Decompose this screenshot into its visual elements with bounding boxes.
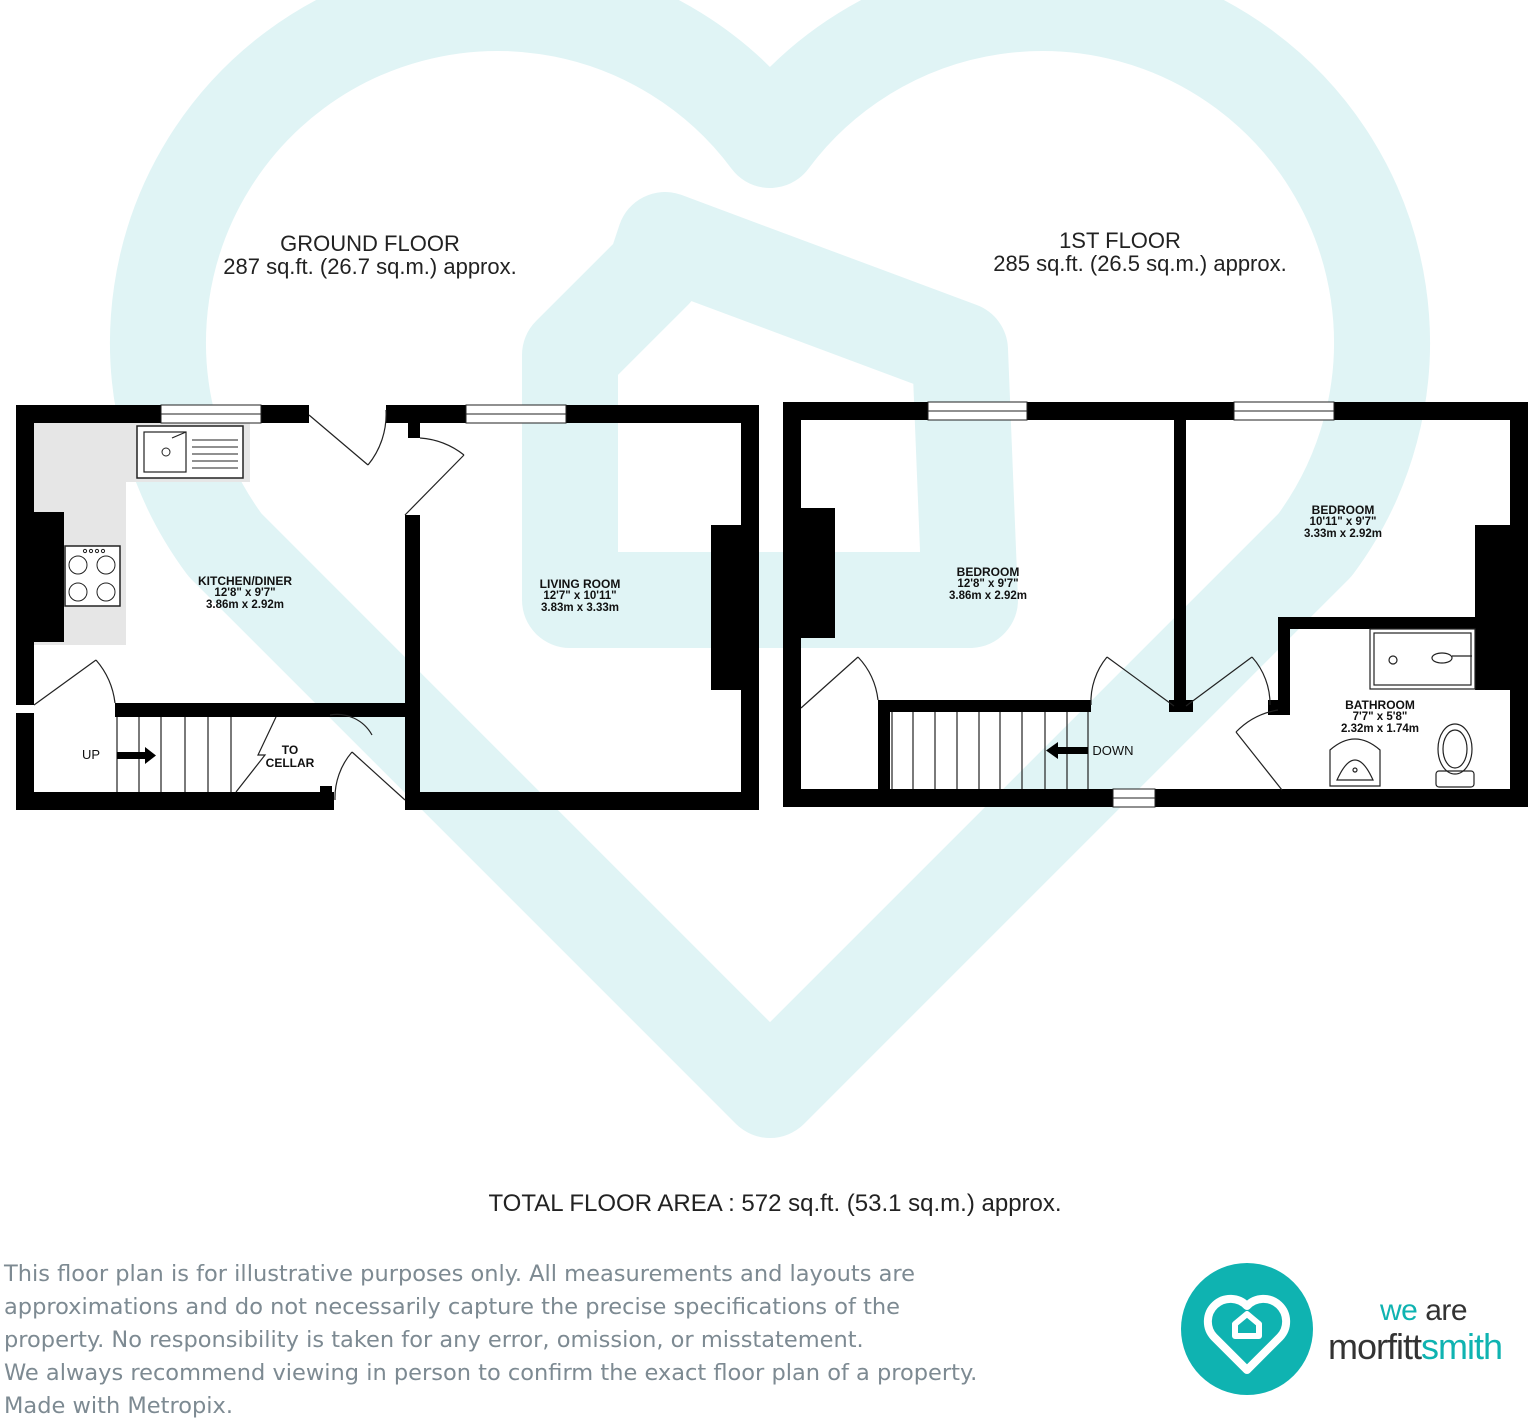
first-floor-name: 1ST FLOOR <box>1059 228 1181 253</box>
room-dimension-imperial: 10'11" x 9'7" <box>1309 516 1377 528</box>
room-dimension-metric: 2.32m x 1.74m <box>1340 723 1419 735</box>
room-label-bedroom-1: BEDROOM 12'8" x 9'7" 3.86m x 2.92m <box>908 566 1068 602</box>
disclaimer-line: This floor plan is for illustrative purp… <box>4 1261 915 1287</box>
disclaimer: This floor plan is for illustrative purp… <box>4 1258 1064 1423</box>
shower-tray-icon <box>1369 628 1476 690</box>
stairs-down-label: DOWN <box>1092 743 1134 758</box>
room-name: BEDROOM <box>1311 503 1375 517</box>
brand-word-smith: smith <box>1421 1326 1503 1367</box>
first-floor-plan <box>783 401 1528 808</box>
room-name: LIVING ROOM <box>539 577 621 591</box>
room-name: BEDROOM <box>956 565 1020 579</box>
room-label-kitchen: KITCHEN/DINER 12'8" x 9'7" 3.86m x 2.92m <box>160 575 330 611</box>
brand-word-we: we <box>1380 1294 1418 1327</box>
room-dimension-metric: 3.86m x 2.92m <box>948 590 1027 602</box>
door-swing <box>800 656 1283 791</box>
stairs-up-label: UP <box>81 747 101 762</box>
to-cellar-line-1: TO <box>281 743 299 757</box>
window <box>927 401 1335 808</box>
brand-name: morfittsmith <box>1328 1326 1503 1368</box>
stair-arrow-icon <box>1046 742 1088 759</box>
ground-floor-area: 287 sq.ft. (26.7 sq.m.) approx. <box>223 254 517 279</box>
chimney-breast <box>34 512 64 642</box>
room-dimension-imperial: 7'7" x 5'8" <box>1352 711 1408 723</box>
basin-icon <box>1329 738 1381 787</box>
room-dimension-metric: 3.86m x 2.92m <box>205 599 284 611</box>
heart-house-icon <box>1181 1263 1313 1395</box>
room-dimension-imperial: 12'7" x 10'11" <box>543 590 617 602</box>
room-dimension-imperial: 12'8" x 9'7" <box>957 578 1019 590</box>
sink-icon <box>136 425 244 479</box>
to-cellar-line-2: CELLAR <box>265 756 315 770</box>
disclaimer-line: Made with Metropix. <box>4 1393 233 1419</box>
toilet-icon <box>1435 723 1475 788</box>
ground-floor-walls <box>16 405 759 810</box>
room-dimension-metric: 3.33m x 2.92m <box>1303 528 1382 540</box>
brand-word-morfitt: morfitt <box>1328 1326 1422 1367</box>
room-name: KITCHEN/DINER <box>197 574 292 588</box>
ground-floor-plan <box>16 404 759 810</box>
room-dimension-metric: 3.83m x 3.33m <box>540 602 619 614</box>
disclaimer-line: approximations and do not necessarily ca… <box>4 1294 900 1320</box>
room-dimension-imperial: 12'8" x 9'7" <box>214 587 276 599</box>
room-label-living-room: LIVING ROOM 12'7" x 10'11" 3.83m x 3.33m <box>500 578 660 614</box>
to-cellar-label: TO CELLAR <box>258 744 322 770</box>
staircase <box>891 712 1089 789</box>
room-label-bedroom-2: BEDROOM 10'11" x 9'7" 3.33m x 2.92m <box>1263 504 1423 540</box>
total-floor-area: TOTAL FLOOR AREA : 572 sq.ft. (53.1 sq.m… <box>488 1190 1062 1217</box>
window <box>160 404 567 424</box>
brand-tagline: we are <box>1380 1294 1468 1328</box>
heart-watermark <box>110 0 1430 1138</box>
ground-floor-title: GROUND FLOOR 287 sq.ft. (26.7 sq.m.) app… <box>200 232 540 278</box>
first-floor-area: 285 sq.ft. (26.5 sq.m.) approx. <box>993 251 1287 276</box>
first-floor-walls <box>783 402 1528 807</box>
brand-word-are: are <box>1417 1294 1468 1327</box>
first-floor-title: 1ST FLOOR 285 sq.ft. (26.5 sq.m.) approx… <box>960 229 1320 275</box>
disclaimer-line: property. No responsibility is taken for… <box>4 1327 864 1353</box>
door-swing <box>33 409 465 801</box>
room-name: BATHROOM <box>1345 698 1415 712</box>
ground-floor-name: GROUND FLOOR <box>280 231 460 256</box>
room-label-bathroom: BATHROOM 7'7" x 5'8" 2.32m x 1.74m <box>1320 699 1440 735</box>
stair-arrow-icon <box>117 747 156 764</box>
hob-icon <box>64 545 121 607</box>
disclaimer-line: We always recommend viewing in person to… <box>4 1360 978 1386</box>
